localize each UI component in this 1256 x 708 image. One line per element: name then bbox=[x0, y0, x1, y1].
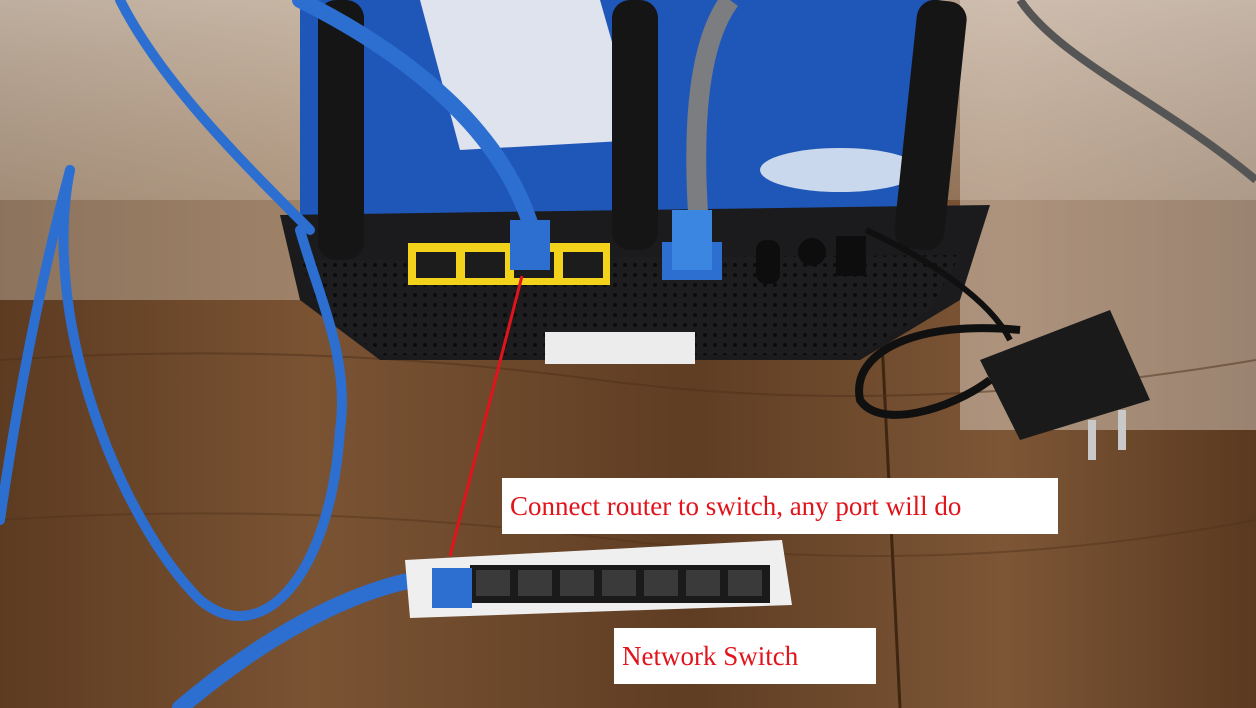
ethernet-cable bbox=[0, 0, 543, 708]
router-label-sticker bbox=[545, 332, 695, 364]
switch-label: Network Switch bbox=[614, 628, 876, 684]
power-adapter bbox=[855, 227, 1150, 460]
ethernet-plug-wan bbox=[672, 210, 712, 270]
reset-button bbox=[798, 238, 826, 266]
router bbox=[280, 205, 990, 364]
ethernet-plug-router bbox=[510, 220, 550, 270]
ethernet-plug-switch bbox=[432, 568, 472, 608]
power-switch bbox=[756, 240, 780, 284]
network-switch bbox=[405, 540, 792, 618]
grey-cable bbox=[686, 0, 739, 241]
power-jack bbox=[836, 236, 866, 276]
callout-label: Connect router to switch, any port will … bbox=[502, 478, 1058, 534]
router-antennas bbox=[318, 0, 967, 260]
annotation-connector-line bbox=[448, 275, 524, 557]
